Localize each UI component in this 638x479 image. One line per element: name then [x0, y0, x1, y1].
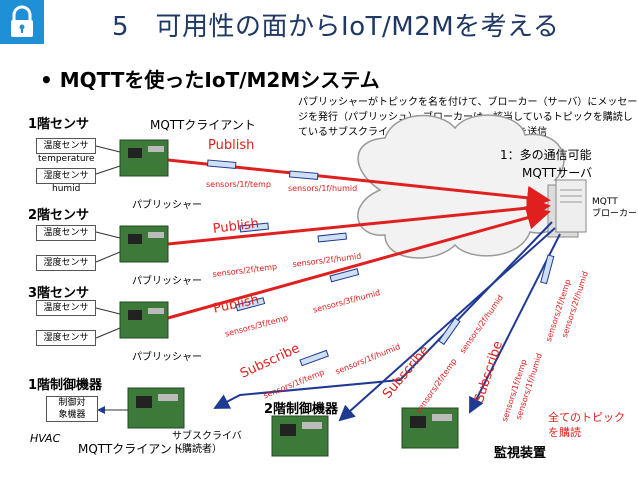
- controller-board-1f: [127, 387, 185, 429]
- monitor-board: [401, 407, 459, 449]
- subscriber-label: サブスクライバ （購読者）: [172, 431, 242, 455]
- mqtt-client-bottom-label: MQTTクライアント: [78, 442, 184, 456]
- section-2f-controller: 2階制御機器: [264, 402, 339, 417]
- section-3f-sensors: 3階センサ: [28, 286, 90, 301]
- broker-label: MQTT ブローカー: [592, 197, 638, 219]
- publish-label-1f: Publish: [208, 138, 255, 153]
- mqtt-client-label: MQTTクライアント: [150, 118, 256, 132]
- subscribe-arrow-2f: [338, 227, 556, 422]
- subscribe-arrow-monitor: [469, 233, 561, 414]
- section-1f-sensors: 1階センサ: [28, 117, 90, 132]
- bullet-heading: • MQTTを使ったIoT/M2Mシステム: [40, 68, 380, 92]
- temp-sensor-1f-sub: temperature: [38, 154, 95, 164]
- control-target-device: 制御対 象機器: [46, 396, 98, 422]
- sensor-board-3f: [119, 301, 169, 339]
- hvac-label: HVAC: [30, 432, 61, 445]
- publisher-1f-label: パブリッシャー: [132, 200, 202, 211]
- section-monitor: 監視装置: [494, 446, 547, 461]
- topic-1f-humid: sensors/1f/humid: [288, 184, 358, 193]
- controller-board-2f: [271, 415, 329, 457]
- section-2f-sensors: 2階センサ: [28, 208, 90, 223]
- topic-1f-temp: sensors/1f/temp: [206, 180, 271, 189]
- temp-sensor-2f: 温度センサ: [36, 225, 96, 241]
- lock-icon: [0, 0, 44, 44]
- bullet-text: MQTTを使ったIoT/M2Mシステム: [59, 68, 380, 92]
- server-icon: [547, 179, 587, 238]
- section-1f-controller: 1階制御機器: [28, 378, 103, 393]
- humid-sensor-1f-sub: humid: [52, 184, 81, 194]
- publisher-2f-label: パブリッシャー: [132, 276, 202, 287]
- one-to-many-label: 1：多の通信可能: [500, 148, 592, 162]
- subscribe-all-label: 全てのトピック を購読: [548, 411, 625, 439]
- humid-sensor-2f: 湿度センサ: [36, 255, 96, 271]
- sensor-board-2f: [119, 225, 169, 263]
- temp-sensor-1f: 温度センサ: [36, 138, 96, 154]
- page-title: 5 可用性の面からIoT/M2Mを考える: [112, 12, 560, 42]
- mqtt-server-label: MQTTサーバ: [522, 166, 593, 180]
- temp-sensor-3f: 温度センサ: [36, 300, 96, 316]
- publish-arrow-3f: [167, 206, 551, 320]
- sensor-board-1f: [119, 139, 169, 177]
- subscribe-arrow-1f: [213, 221, 553, 409]
- message-bars: [206, 159, 555, 367]
- publisher-3f-label: パブリッシャー: [132, 352, 202, 363]
- humid-sensor-3f: 湿度センサ: [36, 330, 96, 346]
- publish-arrow-2f: [167, 196, 551, 246]
- humid-sensor-1f: 湿度センサ: [36, 168, 96, 184]
